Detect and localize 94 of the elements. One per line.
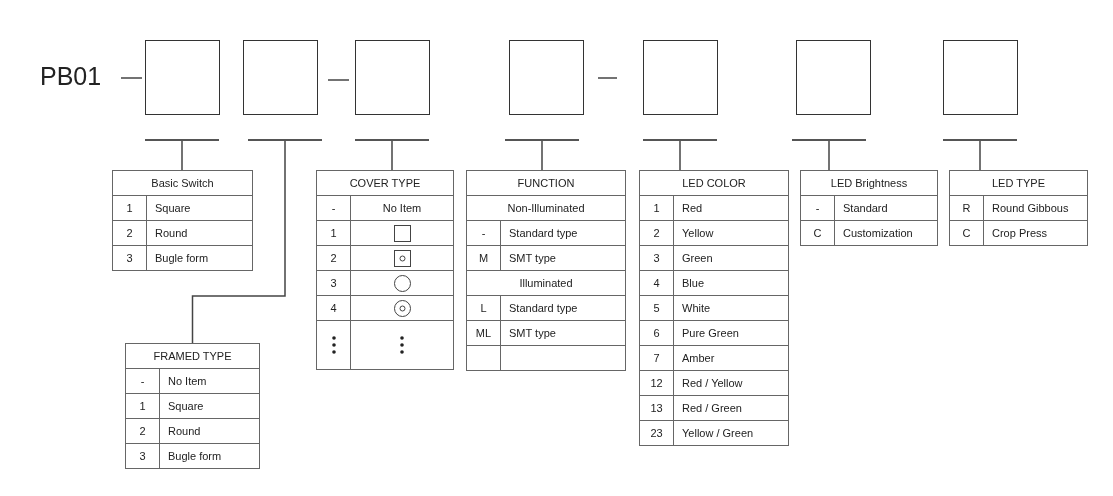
table-cell: 6 bbox=[639, 320, 674, 346]
table-cell: ML bbox=[466, 320, 501, 346]
option-table bbox=[639, 170, 789, 446]
table-cell: Yellow bbox=[673, 220, 789, 246]
connector-line bbox=[828, 140, 830, 171]
table-cell: 1 bbox=[125, 393, 160, 419]
table-cell: Green bbox=[673, 245, 789, 271]
table-cell: 12 bbox=[639, 370, 674, 396]
connector-line bbox=[181, 140, 183, 171]
table-cell: Standard type bbox=[500, 220, 626, 246]
table-cell: 4 bbox=[639, 270, 674, 296]
option-table bbox=[316, 170, 454, 370]
table-cell: No Item bbox=[159, 368, 260, 394]
table-cell: Red bbox=[673, 195, 789, 221]
table-cell: 4 bbox=[316, 295, 351, 321]
table-cell: Blue bbox=[673, 270, 789, 296]
option-table bbox=[466, 170, 626, 371]
table-cell: - bbox=[800, 195, 835, 221]
table-header: LED COLOR bbox=[639, 170, 789, 196]
table-cell: 1 bbox=[639, 195, 674, 221]
option-table bbox=[125, 343, 260, 469]
table-header: LED TYPE bbox=[949, 170, 1088, 196]
table-cell: Round bbox=[159, 418, 260, 444]
code-box bbox=[943, 40, 1018, 115]
table-cell: 23 bbox=[639, 420, 674, 446]
table-cell: Square bbox=[146, 195, 253, 221]
table-cell: 1 bbox=[316, 220, 351, 246]
table-cell: 5 bbox=[639, 295, 674, 321]
table-cell: 2 bbox=[639, 220, 674, 246]
table-cell: Red / Green bbox=[673, 395, 789, 421]
table-cell: C bbox=[949, 220, 984, 246]
table-cell: 3 bbox=[639, 245, 674, 271]
table-cell: SMT type bbox=[500, 320, 626, 346]
table-cell: No Item bbox=[350, 195, 454, 221]
table-cell: Standard type bbox=[500, 295, 626, 321]
table-cell: Standard bbox=[834, 195, 938, 221]
table-cell: Square bbox=[159, 393, 260, 419]
table-cell: Crop Press bbox=[983, 220, 1088, 246]
table-cell: Amber bbox=[673, 345, 789, 371]
connector-line bbox=[191, 140, 286, 344]
code-box bbox=[509, 40, 584, 115]
table-header: FUNCTION bbox=[466, 170, 626, 196]
code-box bbox=[355, 40, 430, 115]
table-cell: M bbox=[466, 245, 501, 271]
table-header: COVER TYPE bbox=[316, 170, 454, 196]
table-header: Basic Switch bbox=[112, 170, 253, 196]
table-cell: L bbox=[466, 295, 501, 321]
part-number-prefix: PB01 bbox=[40, 62, 102, 91]
option-table bbox=[949, 170, 1088, 246]
code-box bbox=[643, 40, 718, 115]
table-cell: C bbox=[800, 220, 835, 246]
connector-line bbox=[541, 140, 543, 171]
table-cell: 2 bbox=[316, 245, 351, 271]
blank-line bbox=[505, 139, 579, 141]
table-cell: White bbox=[673, 295, 789, 321]
blank-line bbox=[943, 139, 1017, 141]
blank-line bbox=[355, 139, 429, 141]
blank-line bbox=[792, 139, 866, 141]
table-cell: Round bbox=[146, 220, 253, 246]
connector-line bbox=[391, 140, 393, 171]
table-cell: Bugle form bbox=[146, 245, 253, 271]
code-box bbox=[243, 40, 318, 115]
connector-line bbox=[979, 140, 981, 171]
blank-line bbox=[643, 139, 717, 141]
table-cell: Customization bbox=[834, 220, 938, 246]
table-cell: Yellow / Green bbox=[673, 420, 789, 446]
table-cell: 7 bbox=[639, 345, 674, 371]
table-cell: Pure Green bbox=[673, 320, 789, 346]
blank-line bbox=[145, 139, 219, 141]
table-cell: 13 bbox=[639, 395, 674, 421]
table-cell: SMT type bbox=[500, 245, 626, 271]
table-cell: 2 bbox=[112, 220, 147, 246]
code-box bbox=[145, 40, 220, 115]
table-cell: R bbox=[949, 195, 984, 221]
connector-line bbox=[679, 140, 681, 171]
table-cell: 3 bbox=[125, 443, 160, 469]
section-heading: Illuminated bbox=[466, 270, 626, 296]
table-cell: Red / Yellow bbox=[673, 370, 789, 396]
section-heading: Non-Illuminated bbox=[466, 195, 626, 221]
table-cell: 3 bbox=[316, 270, 351, 296]
table-cell: - bbox=[125, 368, 160, 394]
table-cell: 2 bbox=[125, 418, 160, 444]
option-table bbox=[112, 170, 253, 271]
table-header: FRAMED TYPE bbox=[125, 343, 260, 369]
table-cell: 1 bbox=[112, 195, 147, 221]
option-table bbox=[800, 170, 938, 246]
table-cell: Round Gibbous bbox=[983, 195, 1088, 221]
table-cell: Bugle form bbox=[159, 443, 260, 469]
table-header: LED Brightness bbox=[800, 170, 938, 196]
table-cell: 3 bbox=[112, 245, 147, 271]
table-cell: - bbox=[466, 220, 501, 246]
table-cell: - bbox=[316, 195, 351, 221]
blank-line bbox=[248, 139, 322, 141]
code-box bbox=[796, 40, 871, 115]
